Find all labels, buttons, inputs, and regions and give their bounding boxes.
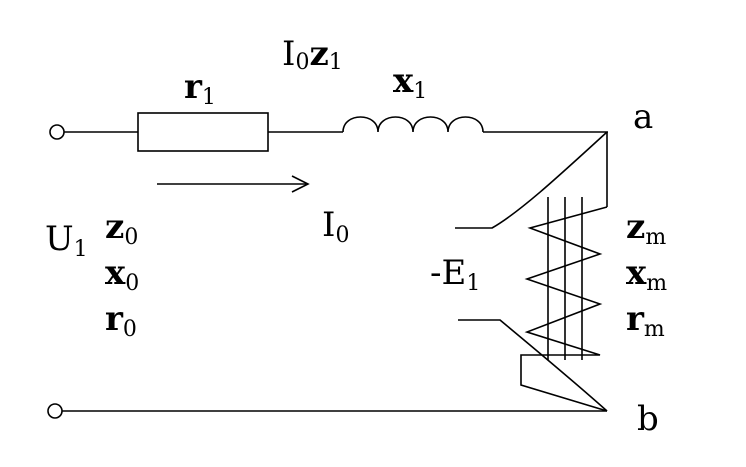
label-U1: U1 bbox=[45, 219, 88, 262]
label-I0: I0 bbox=[322, 205, 349, 248]
label-r0: r0 bbox=[105, 299, 137, 342]
input-terminal-top bbox=[49, 124, 65, 140]
label-I0z1: I0z1 bbox=[282, 34, 343, 75]
label-negE1: -E1 bbox=[430, 253, 480, 296]
label-z0: z0 bbox=[105, 207, 138, 250]
label-rm: rm bbox=[626, 299, 665, 342]
emf-lead-bottom bbox=[458, 319, 608, 412]
inductor-x1 bbox=[342, 116, 484, 133]
resistor-r1 bbox=[137, 112, 269, 152]
label-x1: x1 bbox=[393, 61, 427, 104]
label-x0: x0 bbox=[105, 253, 139, 296]
label-r1: r1 bbox=[184, 67, 216, 110]
label-zm: zm bbox=[626, 207, 666, 250]
emf-lead-top bbox=[455, 131, 608, 229]
label-xm: xm bbox=[626, 253, 667, 296]
label-b: b bbox=[637, 399, 659, 439]
zigzag-winding bbox=[520, 206, 608, 412]
current-arrow-head bbox=[291, 175, 310, 193]
input-terminal-bottom bbox=[47, 403, 63, 419]
label-a: a bbox=[633, 97, 653, 137]
